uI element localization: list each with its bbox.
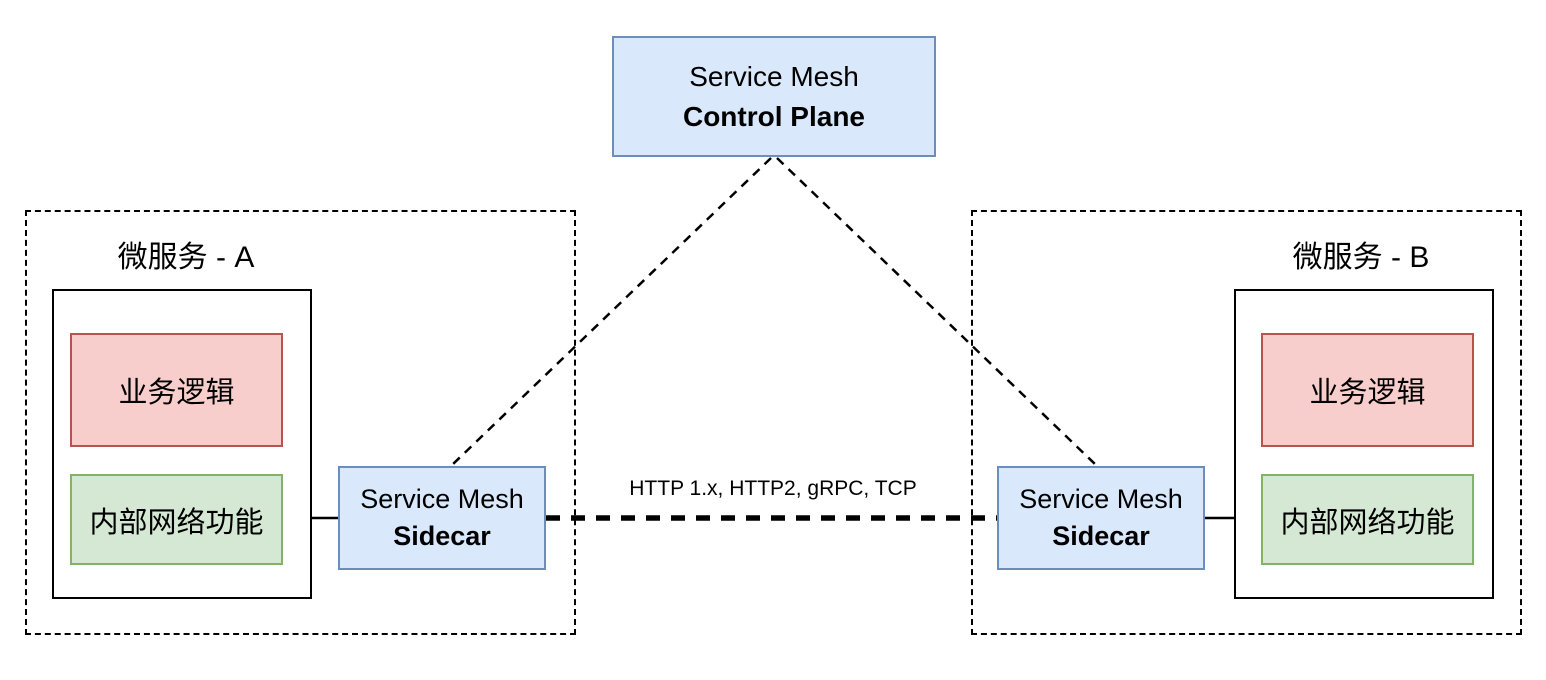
sidecar-b-title-line2: Sidecar [1052,521,1150,551]
data-plane-protocol-label: HTTP 1.x, HTTP2, gRPC, TCP [629,477,917,500]
sidecar-box-a: Service Mesh Sidecar [338,466,546,570]
internal-network-label-a: 内部网络功能 [89,506,264,539]
control-plane-box: Service Mesh Control Plane [612,36,936,157]
sidecar-a-title-line2: Sidecar [393,521,491,551]
business-logic-label-b: 业务逻辑 [1309,377,1426,409]
business-logic-box-a: 业务逻辑 [70,333,283,447]
sidecar-b-title-line1: Service Mesh [1019,484,1183,514]
microservice-a-title: 微服务 - A [117,241,255,274]
business-logic-box-b: 业务逻辑 [1261,333,1474,447]
sidecar-box-b: Service Mesh Sidecar [997,466,1205,570]
control-plane-title-line2: Control Plane [682,100,865,132]
internal-network-box-b: 内部网络功能 [1261,474,1474,565]
internal-network-box-a: 内部网络功能 [70,474,283,565]
sidecar-a-title-line1: Service Mesh [360,484,524,514]
microservice-b-title: 微服务 - B [1292,241,1430,274]
internal-network-label-b: 内部网络功能 [1280,506,1455,539]
control-plane-title-line1: Service Mesh [689,60,859,92]
business-logic-label-a: 业务逻辑 [118,377,235,409]
